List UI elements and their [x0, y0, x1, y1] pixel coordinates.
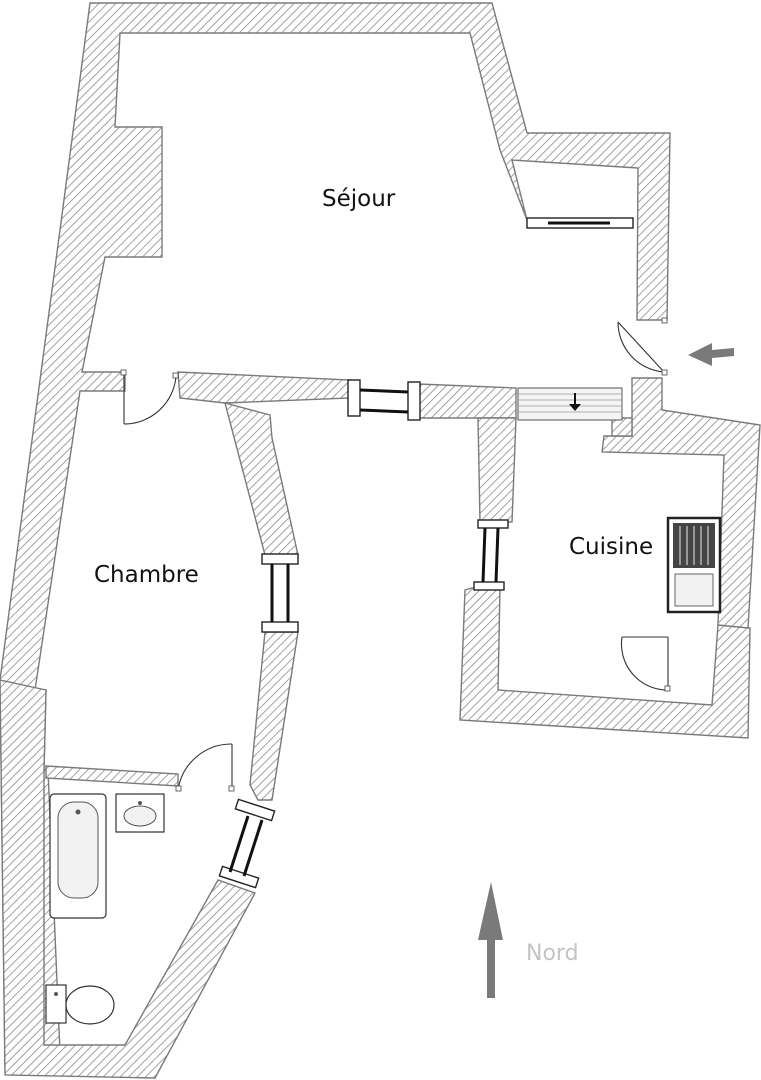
- orientation-label: Nord: [526, 941, 579, 966]
- cuisine-niche-wall: [611, 417, 633, 437]
- door-icon: [120, 369, 179, 425]
- door-icon: [617, 317, 668, 376]
- window-icon: [261, 553, 299, 633]
- room-label-chambre: Chambre: [94, 562, 199, 588]
- chambre-east-wall-upper: [224, 402, 299, 556]
- sejour-south-wall: [177, 371, 351, 404]
- bathtub-icon: [49, 793, 107, 919]
- room-label-cuisine: Cuisine: [569, 534, 653, 560]
- sink-icon: [115, 793, 165, 833]
- entrance-arrow-icon: [688, 343, 734, 366]
- chambre-east-wall-lower: [249, 631, 299, 801]
- doors: [120, 317, 671, 792]
- window-icon: [526, 217, 634, 229]
- door-icon: [620, 636, 671, 692]
- bath-outer-wall: [0, 679, 257, 1079]
- window-icon: [473, 519, 509, 591]
- window-icon: [347, 379, 421, 421]
- stairs-icon: [517, 387, 623, 421]
- stove-icon: [666, 516, 722, 614]
- room-label-sejour: Séjour: [322, 186, 396, 212]
- toilet-icon: [45, 984, 115, 1025]
- sejour-south-wall-east: [417, 383, 517, 419]
- door-icon: [175, 743, 235, 792]
- cuisine-west-wall: [477, 417, 517, 523]
- window-icon: [218, 798, 276, 889]
- bathroom-north-wall: [45, 765, 179, 787]
- windows: [218, 217, 634, 889]
- north-arrow-icon: [478, 882, 503, 998]
